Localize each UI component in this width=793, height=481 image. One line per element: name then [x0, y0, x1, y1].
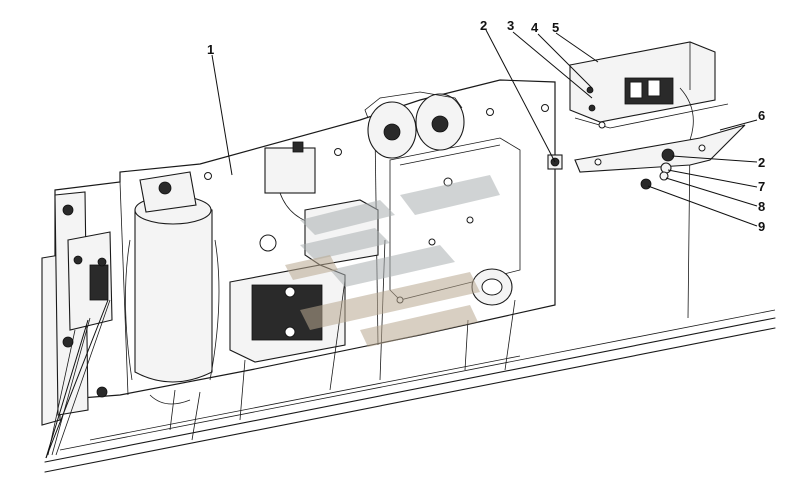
callout-labels: 1 2 3 4 5 6 2 7 8 9: [207, 18, 765, 234]
callout-7: 7: [758, 179, 765, 194]
top-connector: [264, 141, 321, 226]
callout-8: 8: [758, 199, 765, 214]
cylinder-unit: [125, 171, 220, 383]
callout-6: 6: [758, 108, 765, 123]
support-bracket: [574, 124, 746, 173]
rotary-switches: [364, 91, 465, 159]
callout-3: 3: [507, 18, 514, 33]
callout-1: 1: [207, 42, 214, 57]
base-rails: [44, 309, 776, 473]
relay-bracket: [41, 191, 113, 426]
logo-watermark-icon: [285, 175, 500, 347]
round-socket: [471, 268, 513, 306]
callout-4: 4: [531, 20, 539, 35]
leader-lines: [45, 29, 758, 459]
callout-2-right: 2: [758, 155, 765, 170]
callout-9: 9: [758, 219, 765, 234]
callout-2-top: 2: [480, 18, 487, 33]
callout-5: 5: [552, 20, 559, 35]
relay-module: [569, 41, 729, 319]
